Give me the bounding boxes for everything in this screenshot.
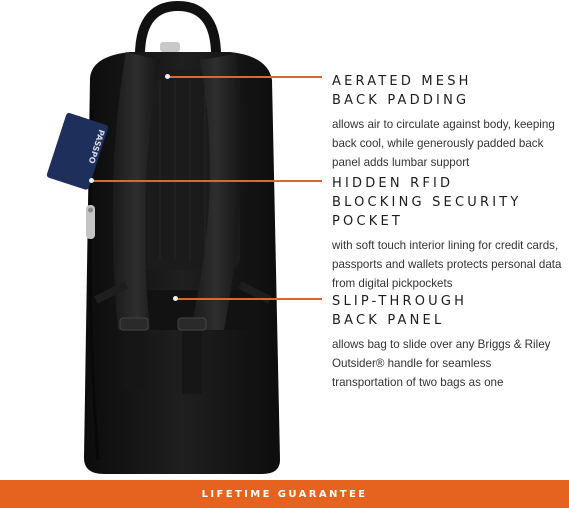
- footer-label: LIFETIME GUARANTEE: [201, 488, 368, 500]
- leader-dot-rfid: [89, 178, 94, 183]
- backpack-illustration: PASSPO: [46, 0, 280, 474]
- left-strap-buckle: [119, 317, 149, 331]
- callout-title: HIDDEN RFID BLOCKING SECURITY POCKET: [332, 176, 522, 229]
- top-zipper-pull: [160, 42, 180, 52]
- pocket-zipper-pull: [86, 205, 95, 239]
- callout-slip-through-panel: SLIP-THROUGH BACK PANEL allows bag to sl…: [332, 292, 562, 393]
- leader-line-rfid: [92, 180, 322, 182]
- leader-line-slip: [176, 298, 322, 300]
- right-lower-strap: [182, 328, 202, 394]
- leader-dot-mesh: [165, 74, 170, 79]
- callout-mesh-back-padding: AERATED MESH BACK PADDING allows air to …: [332, 72, 562, 173]
- carry-handle: [134, 0, 222, 63]
- callout-rfid-pocket: HIDDEN RFID BLOCKING SECURITY POCKET wit…: [332, 174, 562, 294]
- callout-title: SLIP-THROUGH BACK PANEL: [332, 294, 468, 328]
- leader-line-mesh: [168, 76, 322, 78]
- right-strap-buckle: [177, 317, 207, 331]
- callout-title: AERATED MESH BACK PADDING: [332, 74, 472, 108]
- left-shoulder-strap: [112, 52, 160, 330]
- left-lower-strap: [124, 328, 144, 388]
- right-shoulder-strap: [190, 54, 242, 330]
- callout-body: allows air to circulate against body, ke…: [332, 118, 555, 170]
- leader-dot-slip: [173, 296, 178, 301]
- callout-body: with soft touch interior lining for cred…: [332, 239, 562, 291]
- callout-body: allows bag to slide over any Briggs & Ri…: [332, 338, 551, 390]
- footer-banner: LIFETIME GUARANTEE: [0, 480, 569, 508]
